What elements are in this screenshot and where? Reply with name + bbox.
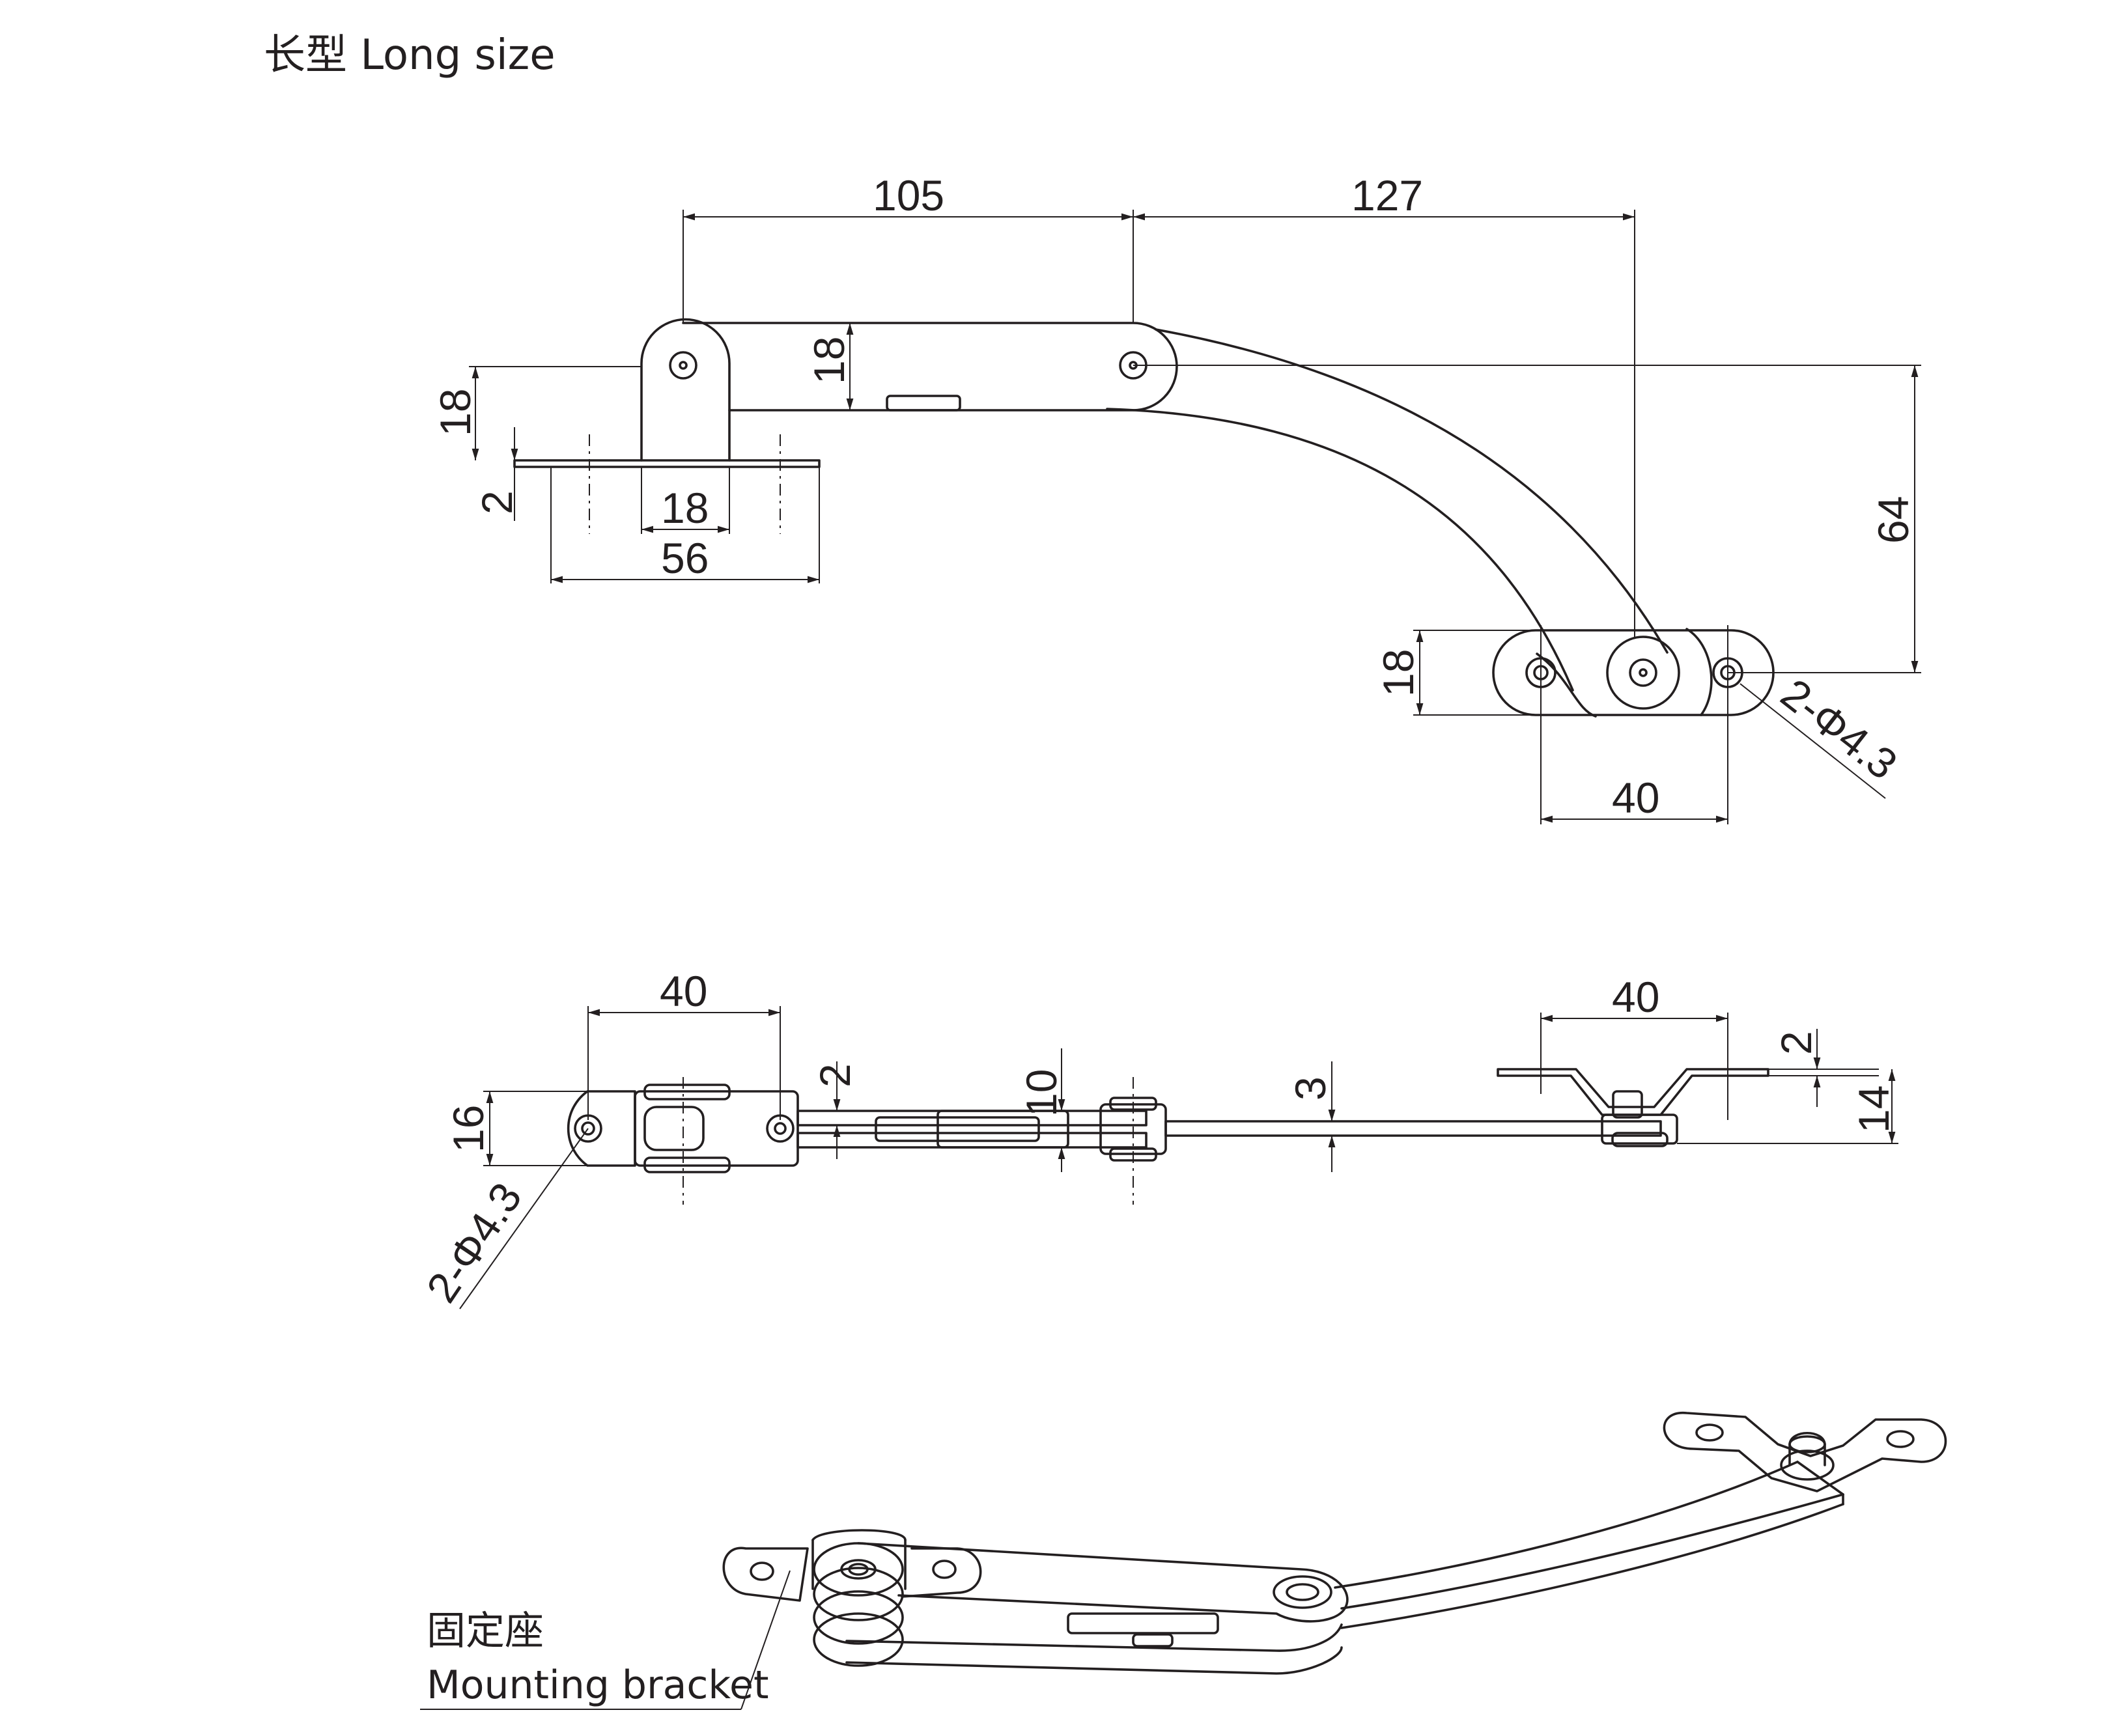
dim-105: 105 (873, 171, 944, 219)
dim-127: 127 (1351, 171, 1423, 219)
side-hub (634, 1090, 799, 1167)
dim-thickness-2: 2 (473, 490, 521, 514)
dim-side-14: 14 (1850, 1085, 1898, 1133)
page-title: 长型 Long size (264, 31, 556, 79)
bracket-knuckle (640, 318, 731, 462)
dim-bracket-18: 18 (431, 389, 479, 436)
link-slot (886, 395, 961, 412)
callout-cn: 固定座 (427, 1608, 544, 1654)
iso-base-plate (722, 1547, 809, 1602)
dim-side-16: 16 (444, 1105, 492, 1153)
top-view: 105 127 18 18 2 18 56 64 18 (431, 171, 1921, 824)
iso-knuckle (811, 1539, 907, 1590)
hole-spec-side: 2-Φ4.3 (417, 1174, 531, 1311)
side-long-arm (1164, 1120, 1662, 1137)
dim-side-40-left: 40 (660, 967, 707, 1015)
upper-link (682, 322, 1178, 412)
dim-drop-64: 64 (1869, 496, 1917, 544)
curved-arm (1155, 328, 1669, 654)
dim-arm-18: 18 (805, 337, 853, 384)
iso-upper-arm (857, 1542, 1349, 1623)
mounting-plate (513, 459, 821, 468)
left-pivot (669, 351, 697, 380)
dim-side-3: 3 (1286, 1076, 1334, 1100)
iso-view: 固定座 Mounting bracket (420, 1412, 1947, 1710)
dim-inner-18: 18 (661, 484, 709, 532)
dim-foot-18: 18 (1374, 649, 1422, 697)
iso-foot (1663, 1412, 1947, 1492)
side-view: 40 40 16 2 10 3 2 14 2-Φ4.3 (417, 967, 1898, 1311)
dim-side-10: 10 (1017, 1069, 1065, 1117)
dim-side-2-gap: 2 (811, 1063, 859, 1087)
iso-curved-arm (1334, 1461, 1799, 1589)
dim-pitch-40: 40 (1612, 774, 1659, 822)
dim-side-2-foot: 2 (1772, 1031, 1820, 1055)
dim-width-56: 56 (661, 534, 709, 582)
callout-en: Mounting bracket (427, 1662, 768, 1708)
hole-spec-top: 2-Φ4.3 (1772, 669, 1906, 789)
dim-side-40-right: 40 (1612, 973, 1659, 1021)
foot-pivot (1606, 636, 1680, 710)
